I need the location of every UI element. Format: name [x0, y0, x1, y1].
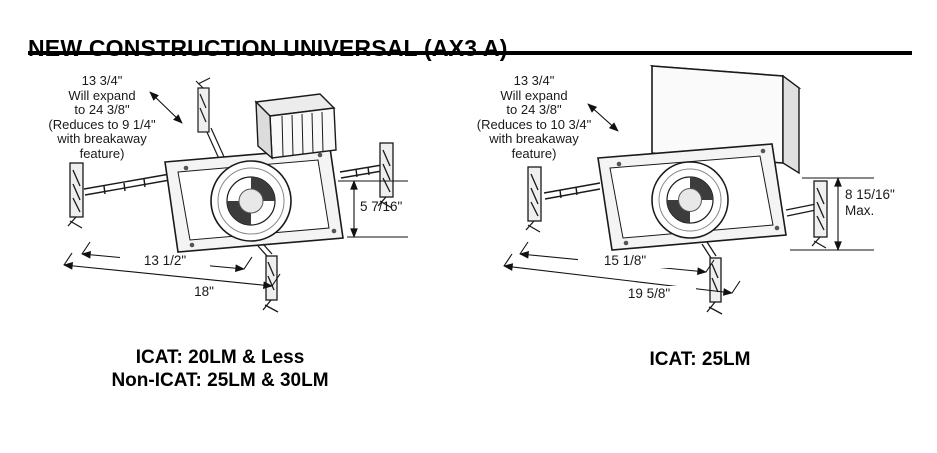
- nail-plate-right: [811, 180, 828, 249]
- diagram-left: 13 3/4" Will expand to 24 3/8" (Reduces …: [20, 60, 450, 400]
- caption-left: ICAT: 20LM & Less Non-ICAT: 25LM & 30LM: [30, 346, 410, 392]
- height-dimension-note: Max.: [845, 202, 875, 218]
- inner-width-dimension-left: 13 1/2": [120, 253, 210, 268]
- pan-screws: [183, 152, 337, 248]
- outer-width-dimension-left: 18": [172, 284, 236, 299]
- nail-plate-back: [195, 77, 211, 133]
- expand-note-line: Will expand: [68, 87, 136, 103]
- height-dimension-left: 5 7/16": [360, 199, 403, 214]
- expand-note-line: to 24 3/8": [506, 102, 562, 117]
- junction-box: [254, 93, 337, 160]
- aperture: [210, 160, 292, 242]
- hanger-bar-left: [83, 173, 171, 196]
- page-title: NEW CONSTRUCTION UNIVERSAL (AX3 A): [28, 35, 508, 62]
- expand-note-line: feature): [79, 145, 125, 161]
- expand-note-line: 13 3/4": [81, 73, 123, 88]
- hanger-bar-back: [205, 127, 226, 162]
- fixture-drawing-left: [63, 77, 408, 313]
- nail-plate-right: [377, 142, 394, 209]
- expand-note-left: 13 3/4" Will expand to 24 3/8" (Reduces …: [24, 73, 180, 161]
- pan-screws: [616, 148, 780, 246]
- hanger-bar-right: [785, 203, 817, 217]
- expand-note-line: to 24 3/8": [74, 102, 130, 117]
- expand-note-line: with breakaway: [57, 131, 147, 146]
- inner-width-dimension-right: 15 1/8": [578, 253, 672, 268]
- caption-right: ICAT: 25LM: [555, 348, 845, 371]
- expand-note-line: (Reduces to 9 1/4": [48, 116, 156, 132]
- expand-note-line: with breakaway: [489, 131, 579, 146]
- height-dimension-value: 8 15/16": [845, 187, 895, 202]
- expand-note-line: (Reduces to 10 3/4": [476, 116, 592, 132]
- caption-line: Non-ICAT: 25LM & 30LM: [111, 370, 329, 391]
- caption-line: ICAT: 25LM: [649, 349, 751, 370]
- title-underline: [28, 51, 912, 55]
- aperture: [651, 161, 729, 239]
- nail-plate-left: [525, 166, 542, 233]
- expand-note-line: Will expand: [500, 87, 568, 103]
- nail-plate-left: [67, 162, 84, 229]
- expand-note-right: 13 3/4" Will expand to 24 3/8" (Reduces …: [460, 73, 608, 161]
- height-dimension-right: 8 15/16" Max.: [845, 187, 895, 218]
- caption-line: ICAT: 20LM & Less: [135, 347, 305, 368]
- nail-plate-front: [701, 241, 723, 315]
- nail-plate-front: [257, 243, 279, 313]
- expand-note-line: 13 3/4": [513, 73, 555, 88]
- diagram-right: 13 3/4" Will expand to 24 3/8" (Reduces …: [460, 60, 930, 400]
- plenum-box: [649, 65, 802, 175]
- expand-note-line: feature): [511, 145, 557, 161]
- hanger-bar-right: [339, 164, 383, 179]
- outer-width-dimension-right: 19 5/8": [602, 286, 696, 301]
- hanger-bar-left: [543, 182, 601, 200]
